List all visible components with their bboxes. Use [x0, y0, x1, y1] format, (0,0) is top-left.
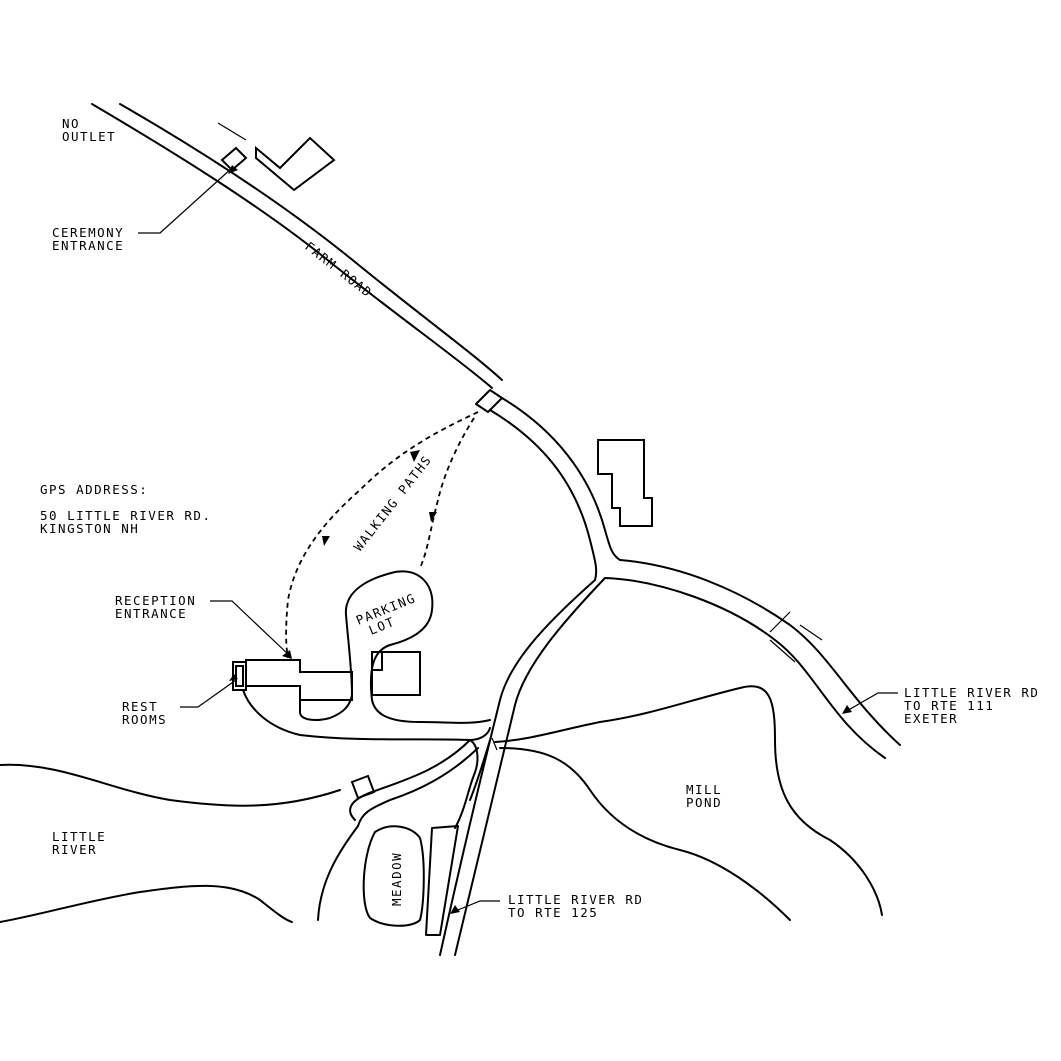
little-river-rd-south — [439, 577, 606, 956]
meadow-lane — [317, 739, 491, 921]
meadow — [362, 825, 459, 936]
label-gps-title: GPS ADDRESS: — [40, 482, 148, 497]
label-ceremony-entrance: CEREMONY ENTRANCE — [52, 225, 133, 253]
label-little-river: LITTLE RIVER — [52, 829, 115, 857]
label-no-outlet: NO OUTLET — [62, 116, 116, 144]
reception-drive — [242, 689, 491, 741]
leaders — [138, 165, 898, 914]
little-river — [0, 763, 341, 923]
label-reception-entrance: RECEPTION ENTRANCE — [115, 593, 205, 621]
label-mill-pond: MILL POND — [686, 782, 731, 810]
label-meadow: MEADOW — [389, 852, 404, 906]
mill-pond — [491, 685, 883, 921]
label-rest-rooms: REST ROOMS — [122, 699, 167, 727]
label-little-river-rd-111: LITTLE RIVER RD TO RTE 111 EXETER — [904, 685, 1048, 726]
little-river-rd-east — [604, 559, 901, 759]
walking-paths — [285, 411, 479, 659]
label-gps-address: 50 LITTLE RIVER RD. KINGSTON NH — [40, 508, 221, 536]
parking-lot — [344, 570, 434, 701]
farm-road-lower — [489, 397, 621, 581]
buildings — [217, 122, 653, 800]
label-walking-paths: WALKING PATHS — [351, 452, 435, 554]
label-little-river-rd-125: LITTLE RIVER RD TO RTE 125 — [508, 892, 652, 920]
